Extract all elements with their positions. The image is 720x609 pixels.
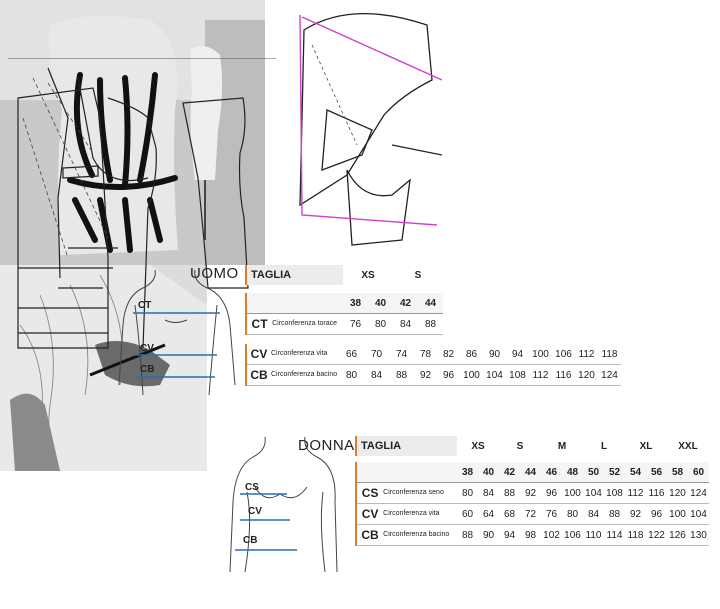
size-number: 58 [667,462,688,483]
size-group: XS [471,440,485,452]
donna-size-table: TAGLIA XS S M L XL XXL 38 40 42 44 46 48… [354,436,715,546]
size-number: 50 [583,462,604,483]
body-label-cb: CB [140,364,155,375]
size-number: 40 [478,462,499,483]
size-group: XS [361,269,375,281]
body-label-cv: CV [248,506,262,517]
size-number: 42 [393,293,418,314]
body-label-cv: CV [140,343,154,354]
size-group: L [600,440,608,452]
body-label-cb: CB [243,535,258,546]
size-group: S [414,269,422,281]
table-header-taglia: TAGLIA [355,436,457,456]
table-row: CB Circonferenza bacino 88 90 94 98 102 … [354,524,709,546]
uomo-size-table-lower: CV Circonferenza vita 66 70 74 78 82 86 … [245,344,625,386]
size-number: 40 [368,293,393,314]
table-row: CV Circonferenza vita 66 70 74 78 82 86 … [245,344,621,365]
size-number: 48 [562,462,583,483]
circle-skirt-pattern [292,5,442,260]
body-label-ct: CT [138,300,152,311]
size-group: S [516,440,524,452]
size-number: 54 [625,462,646,483]
size-group: M [557,440,567,452]
table-row: CV Circonferenza vita 60 64 68 72 76 80 … [354,503,709,525]
size-number: 38 [457,462,478,483]
uomo-title: UOMO [190,265,239,282]
uomo-size-table: TAGLIA XS S 38 40 42 44 CT Circonferenza… [244,265,625,335]
size-number: 46 [541,462,562,483]
size-group: XXL [678,440,698,452]
size-number: 56 [646,462,667,483]
size-number: 44 [520,462,541,483]
size-number: 44 [418,293,443,314]
table-row: CB Circonferenza bacino 80 84 88 92 96 1… [245,364,621,386]
male-body-outline [118,269,236,395]
table-header-taglia: TAGLIA [245,265,343,285]
size-number: 52 [604,462,625,483]
body-label-cs: CS [245,482,259,493]
size-number: 42 [499,462,520,483]
hand-drawing-photo [0,265,207,471]
female-body-outline [229,436,338,572]
mannequin-photo [0,0,265,265]
size-number: 60 [688,462,709,483]
table-row: CS Circonferenza seno 80 84 88 92 96 100… [354,482,709,504]
pattern-drafting-sketch [8,58,276,349]
donna-title: DONNA [298,437,355,454]
size-group: XL [639,440,653,452]
table-row: CT Circonferenza torace 76 80 84 88 [244,313,443,335]
size-number: 38 [343,293,368,314]
